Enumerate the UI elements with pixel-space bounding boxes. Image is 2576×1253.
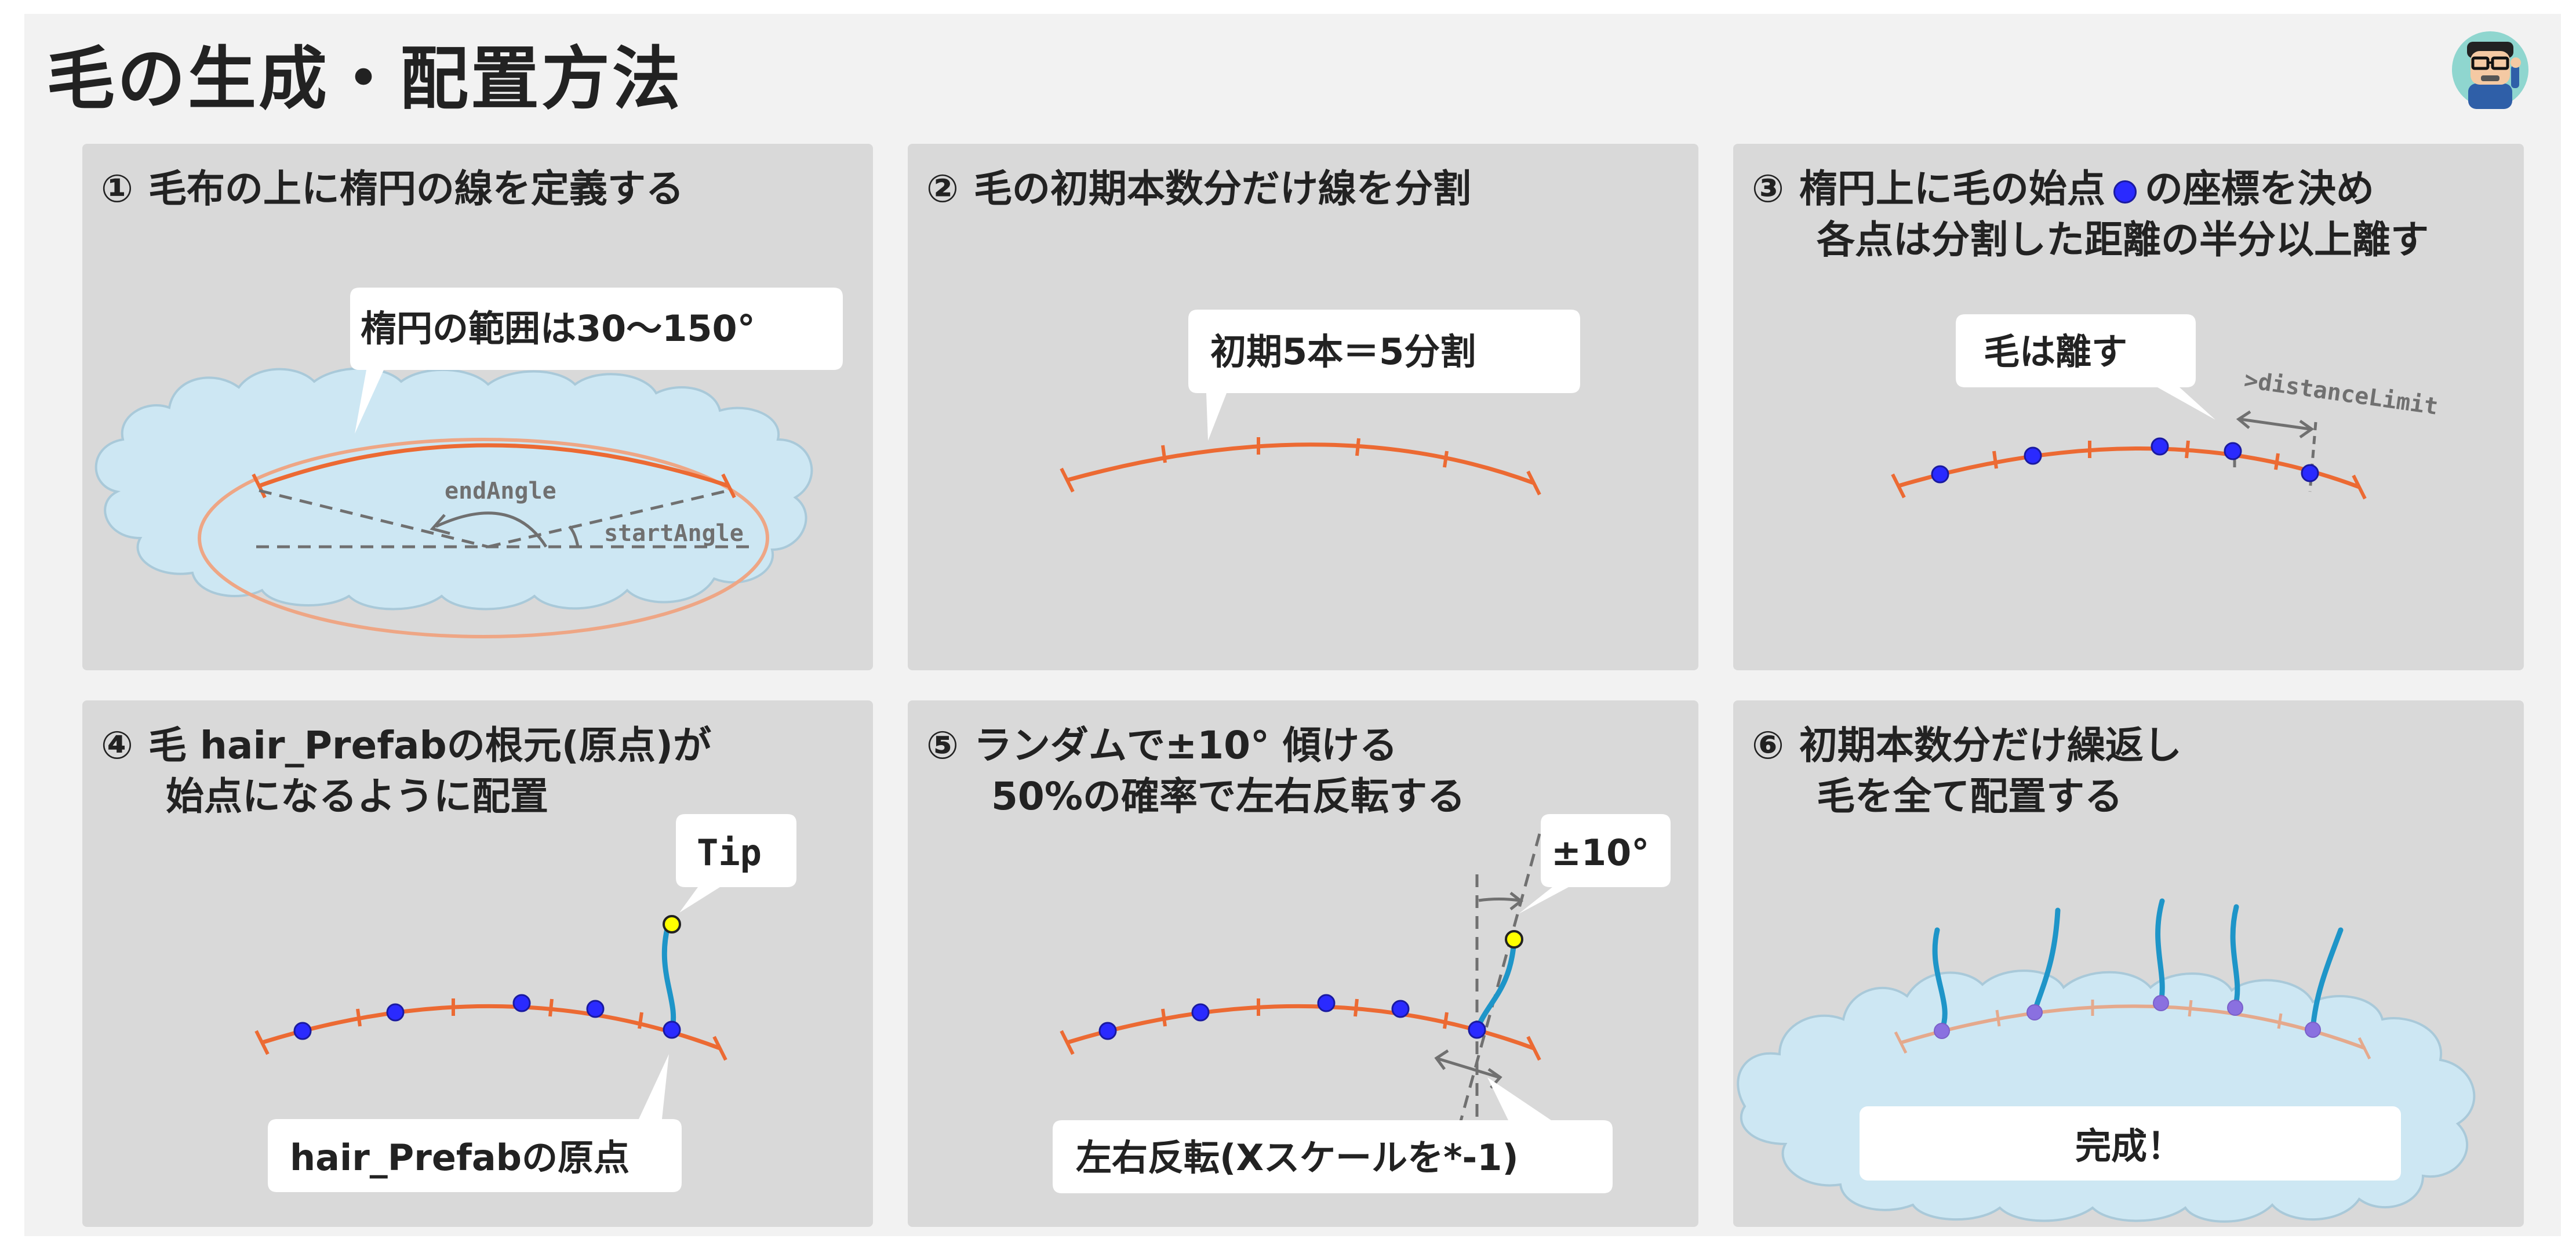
step-number: ② [926, 166, 959, 211]
step-number: ① [101, 166, 133, 211]
page-title: 毛の生成・配置方法 [46, 39, 683, 119]
start-point-icon [2113, 180, 2137, 204]
bubble-initial-count-text: 初期5本＝5分割 [1210, 330, 1476, 373]
title-line-1: 毛の初期本数分だけ線を分割 [973, 166, 1471, 211]
title-line-1: 初期本数分だけ繰返し [1799, 723, 2182, 768]
hair-strands [1932, 898, 2344, 1033]
step-number: ④ [101, 723, 133, 768]
title-line-2: 50%の確率で左右反転する [991, 774, 1465, 819]
step-number: ⑥ [1752, 723, 1784, 768]
hair-strand [661, 924, 676, 1033]
division-ticks [254, 998, 727, 1061]
start-points [293, 994, 605, 1040]
ellipse-arc [1898, 446, 2360, 489]
panel-step-5: ±10° 左右反転(Xスケールを*-1) ⑤ ランダムで±10° 傾ける 50%の… [908, 700, 1698, 1227]
bubble-angle-text: ±10° [1551, 831, 1649, 874]
hair-strand [1474, 938, 1517, 1033]
hair-tip-point [1505, 930, 1523, 949]
hair-root-point [663, 1020, 681, 1039]
panel-step-1: endAngle startAngle 楕円の範囲は30～150° ① 毛布の上に… [82, 144, 873, 670]
flip-arrow [1438, 1057, 1500, 1079]
title-line-1: ランダムで±10° 傾ける [973, 723, 1398, 768]
panel-step-4: Tip hair_Prefabの原点 ④ 毛 hair_Prefabの根元(原点)… [82, 700, 873, 1227]
title-line-1: 毛布の上に楕円の線を定義する [148, 166, 684, 211]
bubble-ellipse-range-text: 楕円の範囲は30～150° [361, 307, 755, 350]
completion-banner-text: 完成！ [2075, 1125, 2183, 1167]
end-angle-line [259, 489, 489, 549]
bubble-origin [268, 1054, 682, 1192]
bubble-angle [1519, 814, 1671, 914]
end-angle-label: endAngle [445, 478, 556, 504]
avatar-icon [2452, 31, 2528, 109]
hair-placement-diagram: Tip hair_Prefabの原点 [254, 814, 796, 1192]
bubble-flip-text: 左右反転(Xスケールを*-1) [1076, 1136, 1519, 1179]
bubble-ellipse-range [350, 288, 843, 434]
title-line-1b: の座標を決め [2144, 166, 2374, 211]
bubble-initial-count [1188, 310, 1580, 441]
division-ticks [1060, 998, 1541, 1061]
bubble-separate-text: 毛は離す [1984, 330, 2127, 373]
start-angle-arc [568, 525, 580, 547]
tilted-guide [1457, 833, 1541, 1130]
ellipse-arc [1067, 442, 1535, 485]
bubble-separate [1956, 314, 2215, 420]
panel-step-3: >distanceLimit 毛は離す ③ 楕円上に毛の始点の座標を決め 各点は分… [1733, 144, 2524, 670]
title-line-2: 各点は分割した距離の半分以上離す [1817, 217, 2429, 262]
panel-1-title: ① 毛布の上に楕円の線を定義する [101, 164, 684, 215]
distance-arrow [2240, 417, 2311, 431]
tilt-flip-diagram: ±10° 左右反転(Xスケールを*-1) [1053, 814, 1671, 1193]
title-line-2: 毛を全て配置する [1817, 774, 2123, 819]
end-angle-arc [435, 511, 548, 548]
bubble-tip-text: Tip [697, 831, 762, 874]
step-number: ③ [1752, 166, 1784, 211]
bubble-origin-text: hair_Prefabの原点 [290, 1136, 630, 1179]
bubble-tip [676, 814, 796, 913]
blanket-cloud [94, 367, 813, 611]
root-points [1934, 995, 2321, 1039]
panel-2-title: ② 毛の初期本数分だけ線を分割 [926, 164, 1471, 215]
ellipse-arc [258, 443, 730, 488]
ellipse-diagram: endAngle startAngle 楕円の範囲は30～150° [94, 288, 843, 638]
panel-6-title: ⑥ 初期本数分だけ繰返し 毛を全て配置する [1752, 720, 2182, 822]
division-diagram: 初期5本＝5分割 [1060, 310, 1580, 496]
division-ticks [1060, 437, 1541, 496]
title-line-1a: 楕円上に毛の始点 [1799, 166, 2105, 211]
ellipse-arc [261, 1004, 721, 1051]
completion-banner [1860, 1106, 2401, 1181]
panel-step-2: 初期5本＝5分割 ② 毛の初期本数分だけ線を分割 [908, 144, 1698, 670]
hair-root-point [1468, 1020, 1486, 1039]
panel-4-title: ④ 毛 hair_Prefabの根元(原点)が 始点になるように配置 [101, 720, 711, 822]
start-points [1931, 437, 2319, 484]
hair-tip-point [663, 915, 681, 934]
ellipse-arc-faded [1901, 1004, 2366, 1050]
start-points [1098, 994, 1410, 1040]
panel-5-title: ⑤ ランダムで±10° 傾ける 50%の確率で左右反転する [926, 720, 1465, 822]
division-ticks [1891, 440, 2367, 500]
panel-3-title: ③ 楕円上に毛の始点の座標を決め 各点は分割した距離の半分以上離す [1752, 164, 2429, 266]
ellipse-arc [1066, 1004, 1535, 1051]
division-ticks [1894, 1000, 2371, 1060]
panel-step-6: 完成！ ⑥ 初期本数分だけ繰返し 毛を全て配置する [1733, 700, 2524, 1227]
bubble-flip [1053, 1077, 1613, 1193]
start-angle-label: startAngle [604, 520, 744, 547]
step-number: ⑤ [926, 723, 959, 768]
distance-limit-label: >distanceLimit [2243, 366, 2440, 420]
ellipse-outline [198, 438, 769, 638]
title-line-1: 毛 hair_Prefabの根元(原点)が [148, 723, 712, 768]
completed-diagram: 完成！ [1737, 898, 2476, 1223]
tilt-arrow [1478, 898, 1520, 902]
title-line-2: 始点になるように配置 [166, 774, 548, 819]
start-point-diagram: >distanceLimit 毛は離す [1891, 314, 2440, 500]
